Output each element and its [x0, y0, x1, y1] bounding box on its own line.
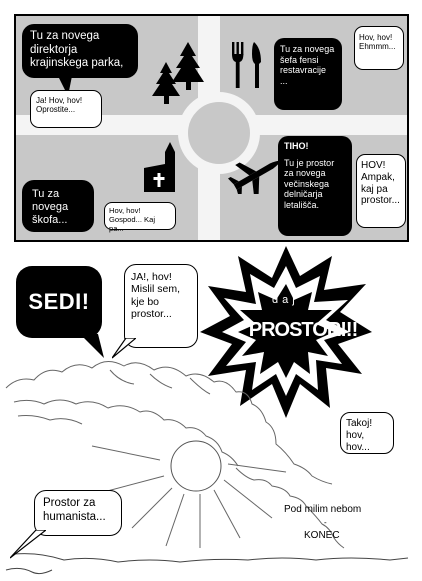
- roundabout: [178, 92, 260, 174]
- humanist-bubble: Prostor za humanista...: [34, 490, 122, 536]
- end-text: KONEC: [304, 530, 340, 541]
- airport-text: Tu je prostor za novega večinskega delni…: [284, 157, 335, 211]
- humanist-text: Prostor za humanista...: [43, 497, 106, 523]
- takoj-text: Takoj! hov, hov...: [346, 418, 373, 453]
- airport-reply-bubble: HOV! Ampak, kaj pa prostor...: [356, 154, 406, 228]
- airport-reply-text: HOV! Ampak, kaj pa prostor...: [361, 160, 400, 207]
- explosion-burst: [200, 246, 372, 418]
- reply-bubble: JA!, hov! Mislil sem, kje bo prostor...: [124, 264, 198, 348]
- map-panel: Tu za novega direktorja krajinskega park…: [14, 14, 409, 242]
- sky-text: Pod milim nebom: [284, 504, 362, 515]
- church-icon: [144, 142, 175, 192]
- director-bubble: Tu za novega direktorja krajinskega park…: [22, 24, 138, 78]
- burst-small-text: daj: [272, 294, 299, 306]
- sit-bubble-tail: [80, 334, 104, 358]
- dash-text: -: [324, 518, 327, 527]
- sit-bubble: SEDI!: [16, 266, 102, 338]
- director-reply-text: Ja! Hov, hov! Oprostite...: [36, 96, 83, 115]
- fork-knife-icon: [232, 42, 261, 88]
- sit-text: SEDI!: [28, 289, 90, 315]
- bishop-reply-text: Hov, hov! Gospod... Kaj pa...: [109, 206, 156, 233]
- bishop-text: Tu za novega škofa...: [32, 188, 69, 226]
- burst-big-text: PROSTOR!!!: [248, 319, 359, 341]
- director-text: Tu za novega direktorja krajinskega park…: [30, 30, 124, 70]
- reply-text: JA!, hov! Mislil sem, kje bo prostor...: [131, 271, 180, 321]
- reply-bubble-tail: [112, 338, 136, 359]
- chef-reply-text: Hov, hov! Ehmmm...: [359, 33, 396, 52]
- airplane-icon: [228, 160, 281, 194]
- chef-text: Tu za novega šefa fensi restavracije ...: [280, 44, 335, 86]
- sky-sketch: [5, 361, 409, 575]
- humanist-bubble-tail: [10, 530, 46, 559]
- bishop-bubble: Tu za novega škofa...: [22, 180, 94, 232]
- airport-bubble: TIHO! Tu je prostor za novega večinskega…: [278, 136, 352, 236]
- airport-title: TIHO!: [284, 141, 309, 151]
- chef-bubble: Tu za novega šefa fensi restavracije ...: [274, 38, 342, 110]
- bishop-reply-bubble: Hov, hov! Gospod... Kaj pa...: [104, 202, 176, 233]
- pine-trees-icon: [152, 42, 204, 104]
- director-reply-bubble: Ja! Hov, hov! Oprostite...: [30, 90, 102, 128]
- chef-reply-bubble: Hov, hov! Ehmmm...: [354, 26, 404, 70]
- takoj-bubble: Takoj! hov, hov...: [340, 412, 394, 454]
